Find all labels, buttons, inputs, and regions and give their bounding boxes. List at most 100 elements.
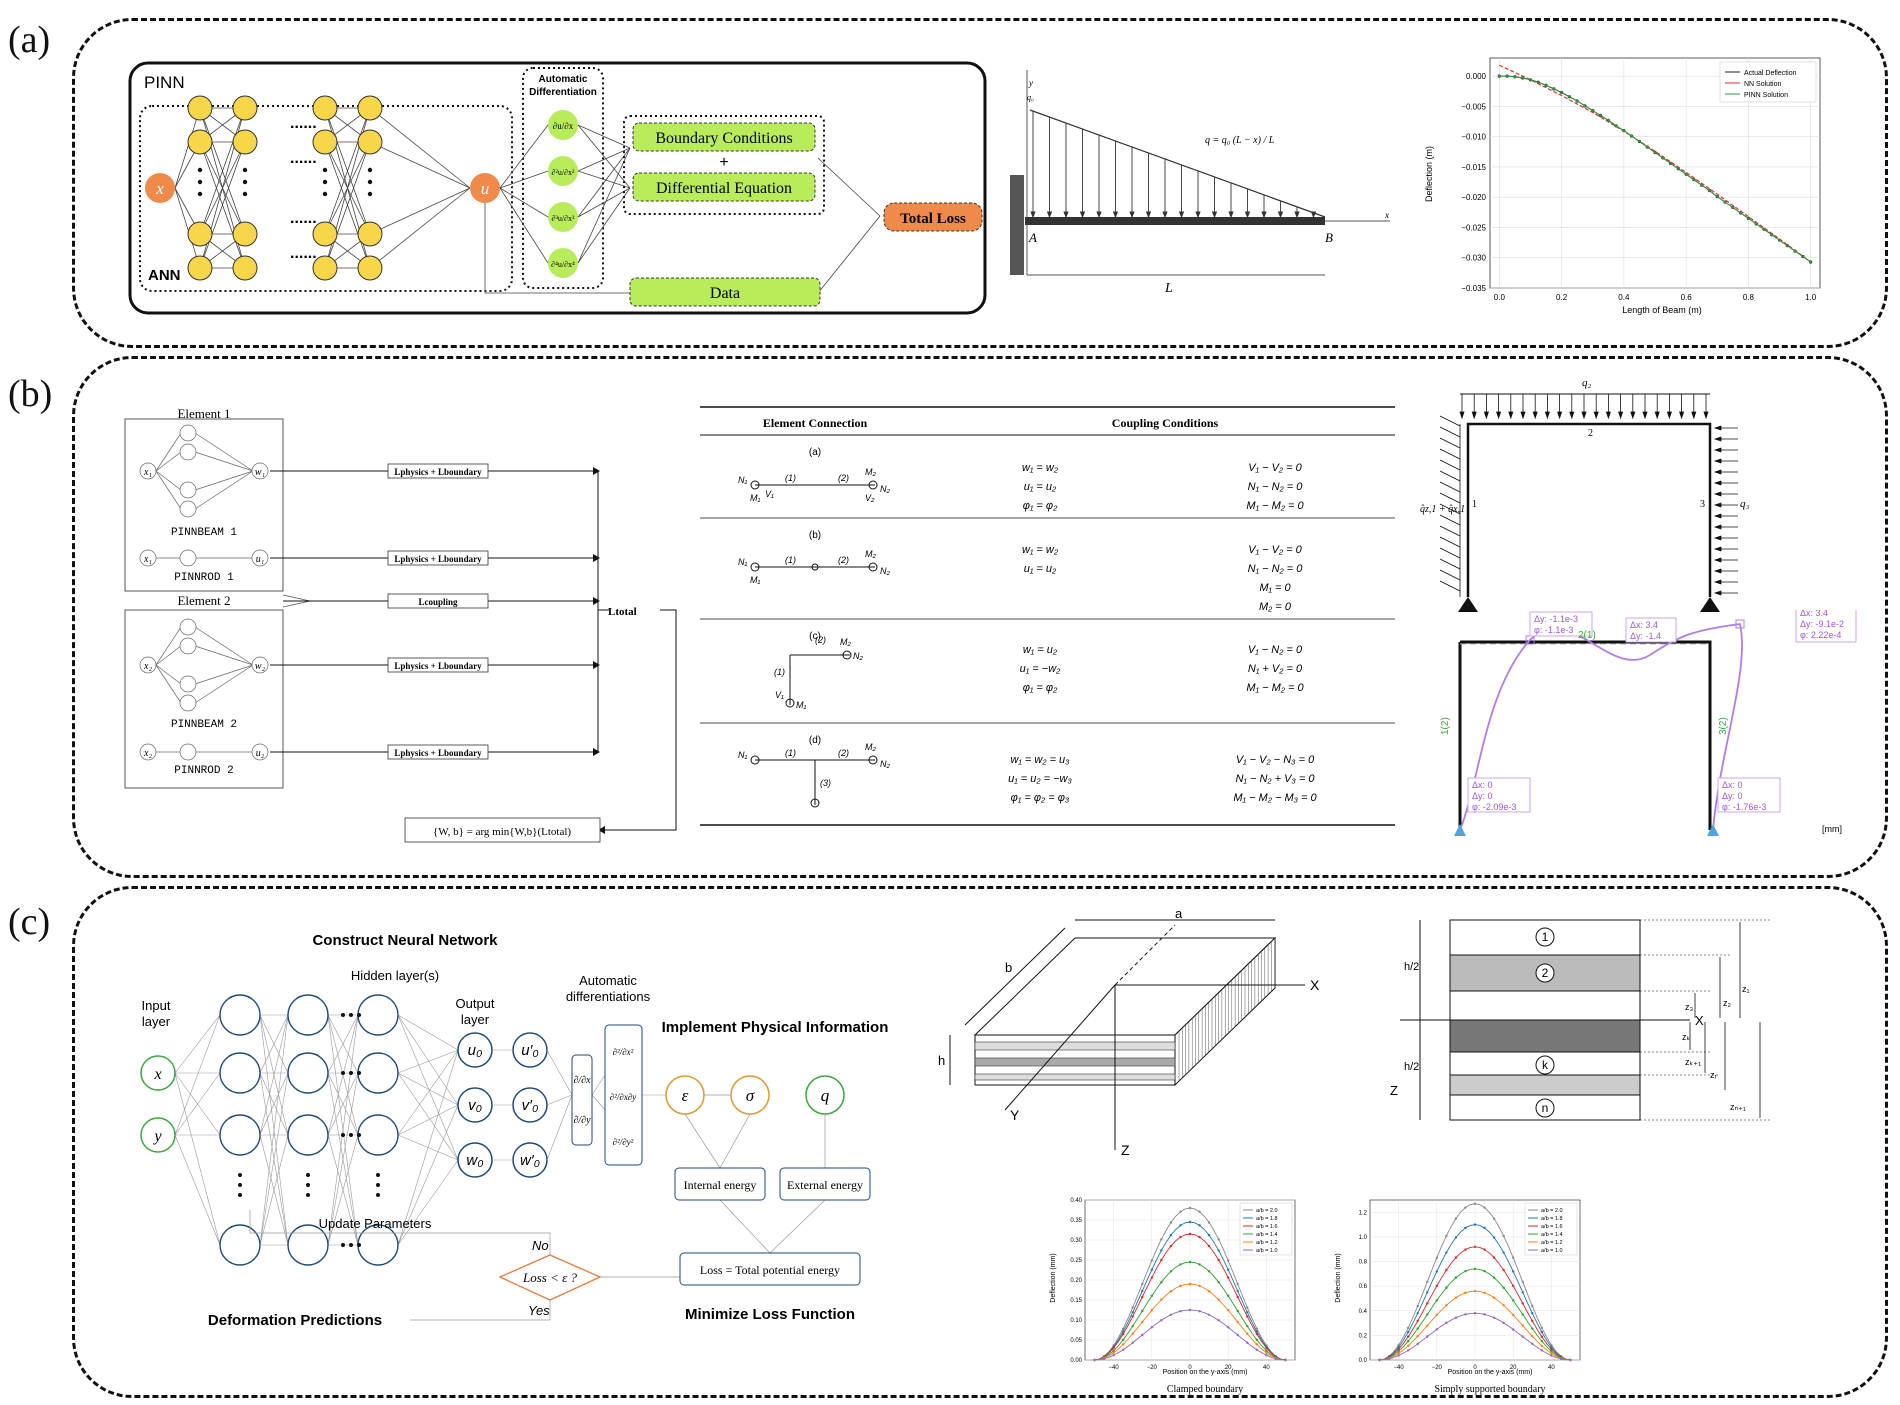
deflection-point [1236,1333,1239,1337]
c-row-ellipsis [341,1071,345,1075]
deflection-point [1207,1290,1211,1293]
c-hidden-node [287,1224,329,1266]
c-hidden-node [219,1114,261,1156]
chart-y-label: Deflection (m) [1424,146,1434,202]
deflection-point [1121,1348,1125,1351]
deflection-point [1492,1236,1496,1239]
deflection-point [1160,1238,1163,1241]
q2-arrow [1496,411,1502,420]
deflection-point [1416,1327,1419,1330]
deflection-point [1236,1295,1239,1299]
x-tick-label: 40 [1263,1365,1270,1371]
c-row-ellipsis [349,1243,353,1247]
deflection-point [1265,1346,1268,1350]
deflection-point [1502,1251,1505,1254]
hidden-layers-label: Hidden layer(s) [351,968,439,983]
boundary-conditions-label: Boundary Conditions [655,130,792,147]
series-point [1614,124,1618,127]
frame-q2: q₂ [1582,377,1592,389]
autodiff-title-2: Differentiation [529,87,597,98]
construct-nn-title: Construct Neural Network [312,932,498,949]
small-legend-box [1239,1202,1293,1256]
small-legend-label: a/b = 1.4 [1541,1232,1563,1238]
hidden-node [232,221,258,247]
q3-arrow [1713,513,1722,519]
input-label-x: x [155,179,164,198]
deflection-point [1112,1351,1115,1354]
mini-input [139,462,157,480]
total-loss-label: Total Loss [900,211,966,227]
deflection-point [1483,1313,1486,1316]
beam-point-A: A [1028,230,1037,245]
deflection-point [1198,1224,1201,1227]
defo-label-left: 1(2) [1440,717,1451,735]
defo-br-dy: Δy: 0 [1722,791,1743,801]
sketch-b-N1: N₁ [738,557,747,567]
layer-z3: z₃ [1685,1002,1694,1012]
deflection-point [1226,1309,1230,1312]
x-tick-label: −40 [1109,1365,1120,1371]
series-point [1754,222,1758,226]
series-point [1498,74,1501,78]
deflection-point [1188,1308,1192,1312]
coupling-right: M₁ = 0 [1259,582,1291,594]
q1-hatch [1439,426,1461,438]
ellipsis-dot [197,167,203,173]
input-layer-label-1: Input [142,998,171,1013]
series-point [1622,129,1626,132]
c-d2-xy: ∂²/∂x∂y [610,1092,637,1102]
deflection-point [1521,1280,1524,1284]
hidden-node [357,95,383,121]
x-tick-label: 0.4 [1618,293,1630,302]
q1-hatch [1439,558,1461,570]
hidden-node [357,255,383,281]
y-tick-label: 0.20 [1070,1278,1082,1284]
output-layer-label-1: Output [455,996,494,1011]
c-ellipsis [238,1193,242,1197]
load-arrow [1294,211,1300,219]
q3-arrow [1713,436,1722,442]
hidden-node [187,95,213,121]
load-arrow [1244,211,1251,219]
c-ellipsis [306,1173,310,1177]
mini-input [139,656,157,674]
load-arrow [1211,211,1218,219]
coupling-right: M₁ − M₂ = 0 [1246,682,1304,694]
deflection-point [1255,1332,1259,1336]
coupling-right: N₁ − N₂ + V₃ = 0 [1236,773,1316,785]
load-arrow [1046,211,1053,219]
c-d2-yy: ∂²/∂y² [613,1137,634,1147]
y-tick-label: −0.015 [1461,163,1486,172]
deflection-point [1179,1310,1182,1313]
sketch-b-e1: (1) [785,555,796,565]
q2-arrow [1679,411,1685,420]
load-arrow [1112,211,1119,219]
defo-tr-dx: Δx: 3.4 [1800,610,1828,618]
series-point [1692,178,1696,181]
q2-arrow [1471,411,1477,420]
c-hidden-node [357,1114,399,1156]
mini-output [251,656,269,674]
sketch-a-N2: N₂ [880,484,890,494]
series-line-0 [1499,75,1811,263]
defo-tl-phi: φ: -1.1e-3 [1534,625,1573,635]
deflection-point [1416,1319,1419,1323]
q1-hatch [1439,459,1461,471]
deflection-point [1131,1306,1134,1309]
small-legend-label: a/b = 1.8 [1256,1216,1278,1222]
clamped-title: Clamped boundary [1167,1384,1243,1395]
sketch-b-N2: N₂ [880,566,890,576]
deflection-point [1226,1326,1230,1329]
row-tag: (d) [809,735,821,746]
argmin-equation: {W, b} = arg min{W,b}(Ltotal) [433,826,571,838]
beam-length-L: L [1164,281,1173,296]
layer-n: n [1542,1101,1549,1115]
load-arrow [1129,211,1135,219]
c-out-w0p: w′₀ [520,1152,540,1169]
deflection-point [1435,1313,1439,1317]
deriv-3: ∂³u/∂x³ [552,214,576,223]
frame-member3: 3 [1700,499,1705,510]
c-autodiff-2: differentiations [566,989,651,1004]
hidden-node [312,255,338,281]
